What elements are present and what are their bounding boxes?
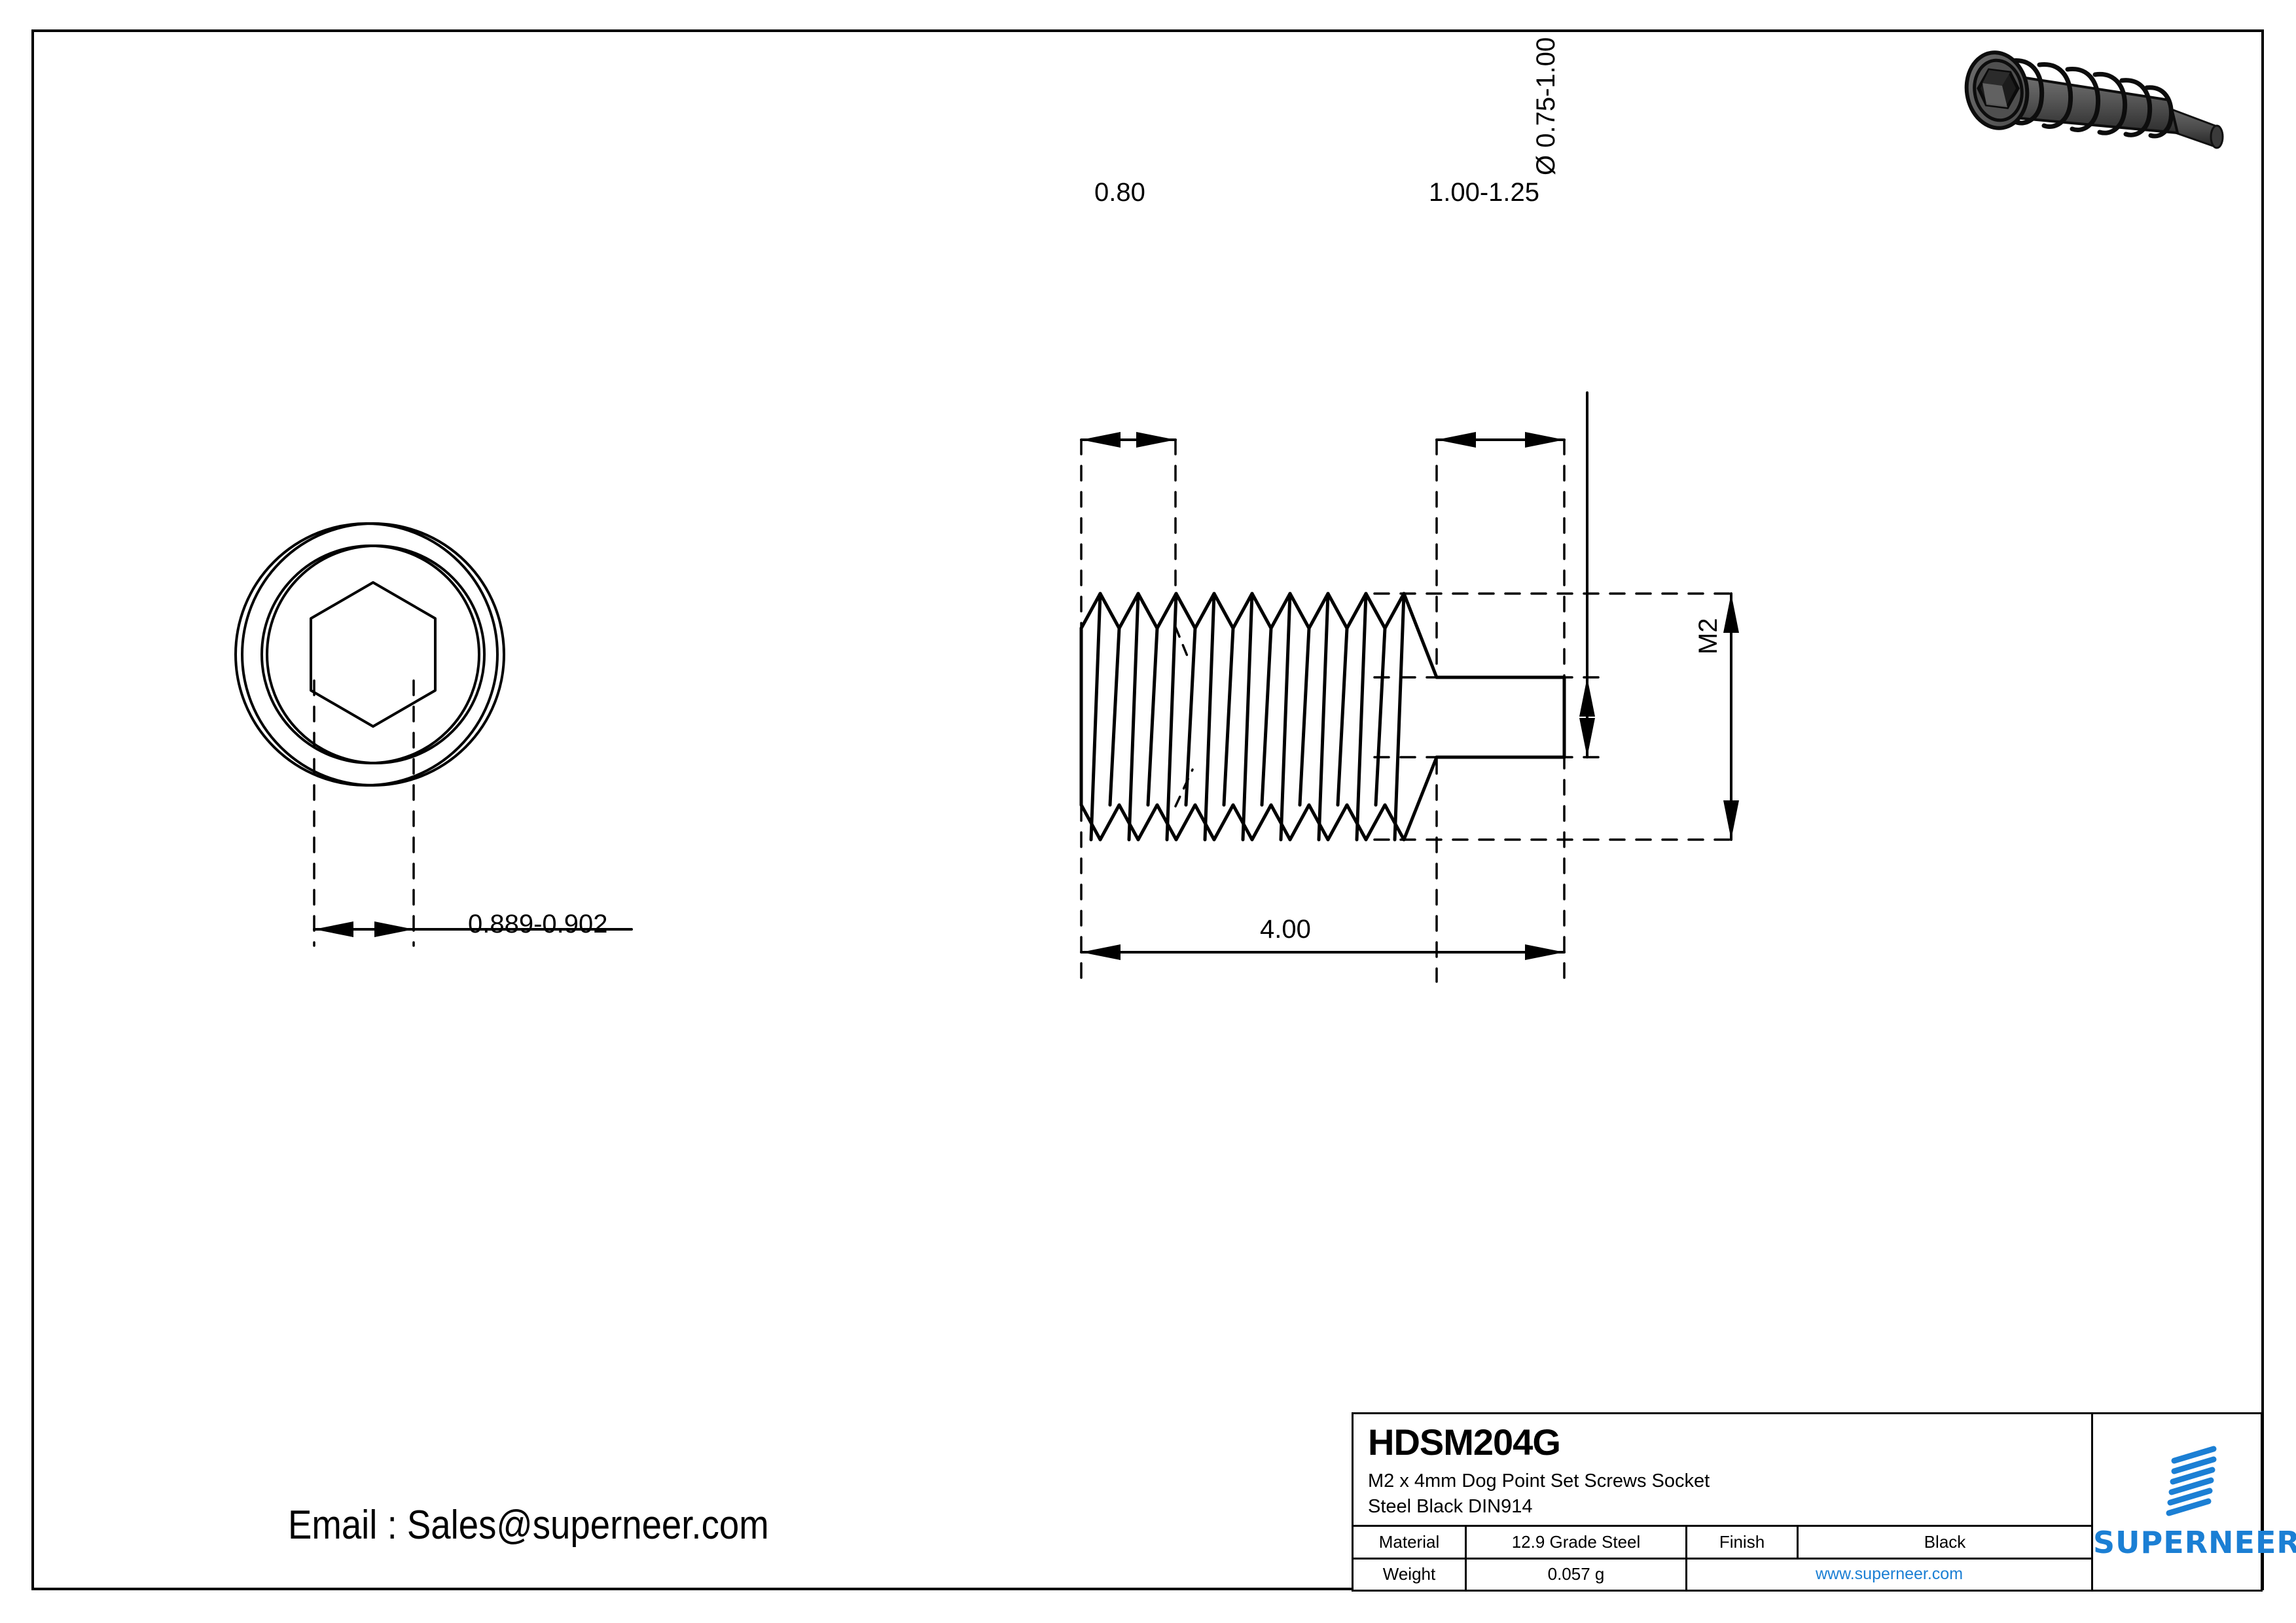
title-block-description-cell: HDSM204G M2 x 4mm Dog Point Set Screws S… [1354,1414,2091,1527]
sheet-border [31,29,2264,1590]
title-block-row-weight: Weight 0.057 g www.superneer.com [1354,1559,2091,1590]
finish-label: Finish [1685,1527,1797,1558]
website-link[interactable]: www.superneer.com [1685,1559,2091,1590]
dimension-label-dog-point-diameter: Ø 0.75-1.00 [1532,37,1560,175]
contact-email: Email : Sales@superneer.com [288,1503,769,1548]
part-number: HDSM204G [1368,1421,1561,1463]
company-logo: SUPERNEER [2093,1414,2296,1590]
render-thread-body [1964,50,2179,139]
title-block-row-material: Material 12.9 Grade Steel Finish Black [1354,1527,2091,1560]
finish-value: Black [1797,1527,2091,1558]
dimension-label-dog-point-length: 1.00-1.25 [1429,178,1540,207]
part-description-line1: M2 x 4mm Dog Point Set Screws Socket [1368,1470,1710,1491]
superneer-logo-mark [2166,1446,2217,1516]
title-block-info: HDSM204G M2 x 4mm Dog Point Set Screws S… [1354,1414,2093,1590]
render-hex-socket [1977,68,2020,109]
company-name: SUPERNEER [2093,1525,2296,1560]
title-block: HDSM204G M2 x 4mm Dog Point Set Screws S… [1352,1412,2296,1592]
part-description: M2 x 4mm Dog Point Set Screws Socket Ste… [1368,1469,2068,1520]
material-label: Material [1378,1531,1440,1552]
part-description-line2: Steel Black DIN914 [1368,1495,1533,1517]
dimension-label-overall-length: 4.00 [1260,915,1311,944]
dimension-label-socket-depth: 0.80 [1094,178,1145,207]
weight-value: 0.057 g [1465,1559,1685,1590]
material-value: 12.9 Grade Steel [1465,1527,1685,1558]
dimension-label-socket-across-flats: 0.889-0.902 [468,910,608,938]
isometric-render [1934,23,2287,151]
weight-label: Weight [1382,1564,1436,1584]
dimension-label-thread-size: M2 [1694,618,1723,654]
